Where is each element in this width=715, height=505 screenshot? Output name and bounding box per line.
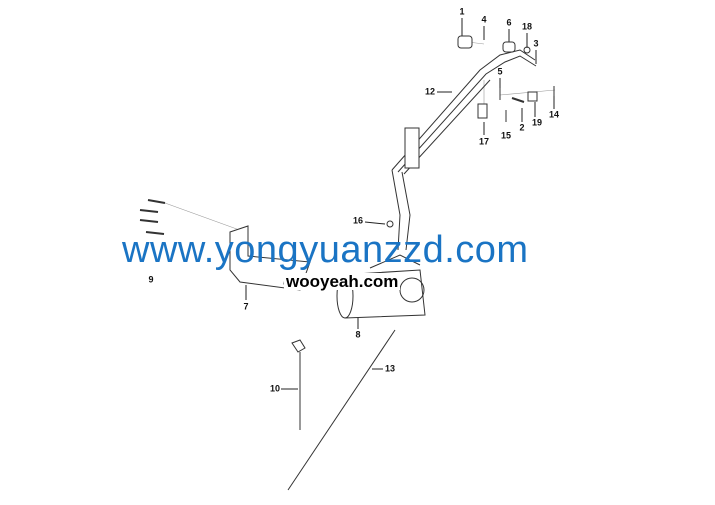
callout-9: 9	[148, 274, 154, 285]
callout-5: 5	[497, 66, 503, 77]
callout-8: 8	[355, 329, 361, 340]
callout-17: 17	[478, 136, 490, 147]
callout-6: 6	[506, 17, 512, 28]
watermark-main: www.yongyuanzzd.com	[122, 229, 529, 271]
rod	[287, 329, 396, 491]
callout-14: 14	[548, 109, 560, 120]
callout-7: 7	[243, 301, 249, 312]
dipstick	[291, 339, 306, 430]
callout-1: 1	[459, 6, 465, 17]
callout-12: 12	[424, 86, 436, 97]
callout-19: 19	[531, 117, 543, 128]
bolts	[139, 199, 166, 235]
callout-3: 3	[533, 38, 539, 49]
callout-4: 4	[481, 14, 487, 25]
callout-2: 2	[519, 122, 525, 133]
callout-10: 10	[269, 383, 281, 394]
callout-16: 16	[352, 215, 364, 226]
callout-13: 13	[384, 363, 396, 374]
callout-18: 18	[521, 21, 533, 32]
callout-15: 15	[500, 130, 512, 141]
watermark-secondary: wooyeah.com	[284, 272, 401, 291]
leader-lines	[245, 18, 555, 390]
arm-assembly	[386, 35, 555, 251]
